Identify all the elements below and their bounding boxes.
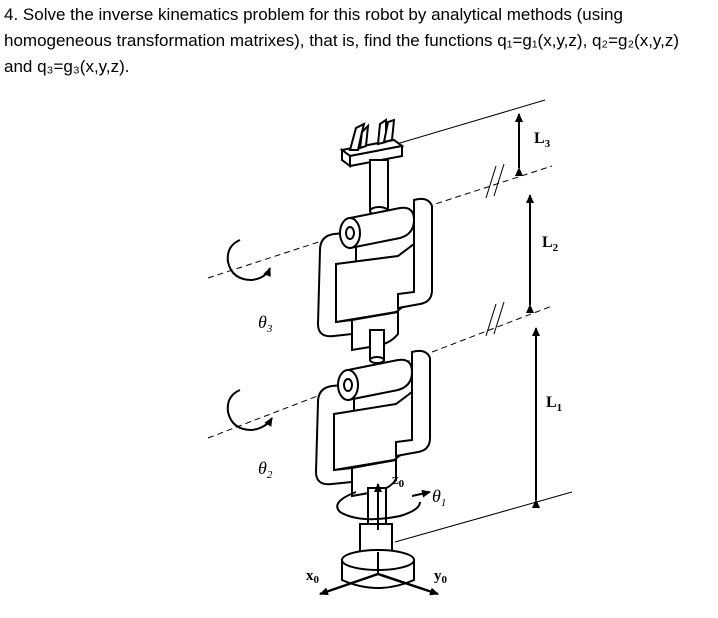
question-line-1: 4. Solve the inverse kinematics problem … <box>4 2 716 28</box>
theta1-rotation-arrow <box>336 489 431 521</box>
gripper <box>339 118 405 168</box>
break-mark-upper <box>485 163 505 199</box>
question-text: 4. Solve the inverse kinematics problem … <box>4 2 716 80</box>
upper-link <box>316 197 433 352</box>
question-line-2-text: homogeneous transformation matrixes), th… <box>4 31 498 50</box>
break-mark-lower <box>485 301 505 337</box>
theta2-rotation-arrow <box>226 389 273 432</box>
question-line-3: and q₃=g₃(x,y,z). <box>4 54 716 80</box>
lower-joint-cylinder <box>337 358 414 402</box>
upper-joint-cylinder <box>339 206 416 250</box>
question-line-2: homogeneous transformation matrixes), th… <box>4 28 716 54</box>
label-y0: y0 <box>434 568 448 586</box>
equation-q3: q₃=g₃(x,y,z). <box>37 57 130 76</box>
question-number: 4. <box>4 5 19 24</box>
y0-axis-arrow <box>377 572 439 596</box>
equation-q1: q₁=g₁(x,y,z), <box>497 31 593 50</box>
equation-q2: q₂=g₂(x,y,z) <box>592 31 680 50</box>
x0-axis-arrow <box>319 572 379 596</box>
label-L2: L2 <box>542 234 559 254</box>
theta3-rotation-arrow <box>226 239 271 282</box>
label-x0: x0 <box>306 568 320 586</box>
top-reference-line <box>382 99 546 149</box>
middle-shaft <box>369 329 385 364</box>
question-line-3-text: and <box>4 57 38 76</box>
label-z0: z0 <box>392 472 405 490</box>
wrist-shaft <box>369 159 389 216</box>
label-theta2: θ2 <box>258 458 273 481</box>
label-theta3: θ3 <box>258 312 273 335</box>
label-L3: L3 <box>534 130 551 150</box>
bottom-reference-line <box>394 491 573 543</box>
label-L1: L1 <box>546 394 562 414</box>
label-theta1: θ1 <box>432 486 446 509</box>
question-line-1-text: Solve the inverse kinematics problem for… <box>22 5 623 24</box>
